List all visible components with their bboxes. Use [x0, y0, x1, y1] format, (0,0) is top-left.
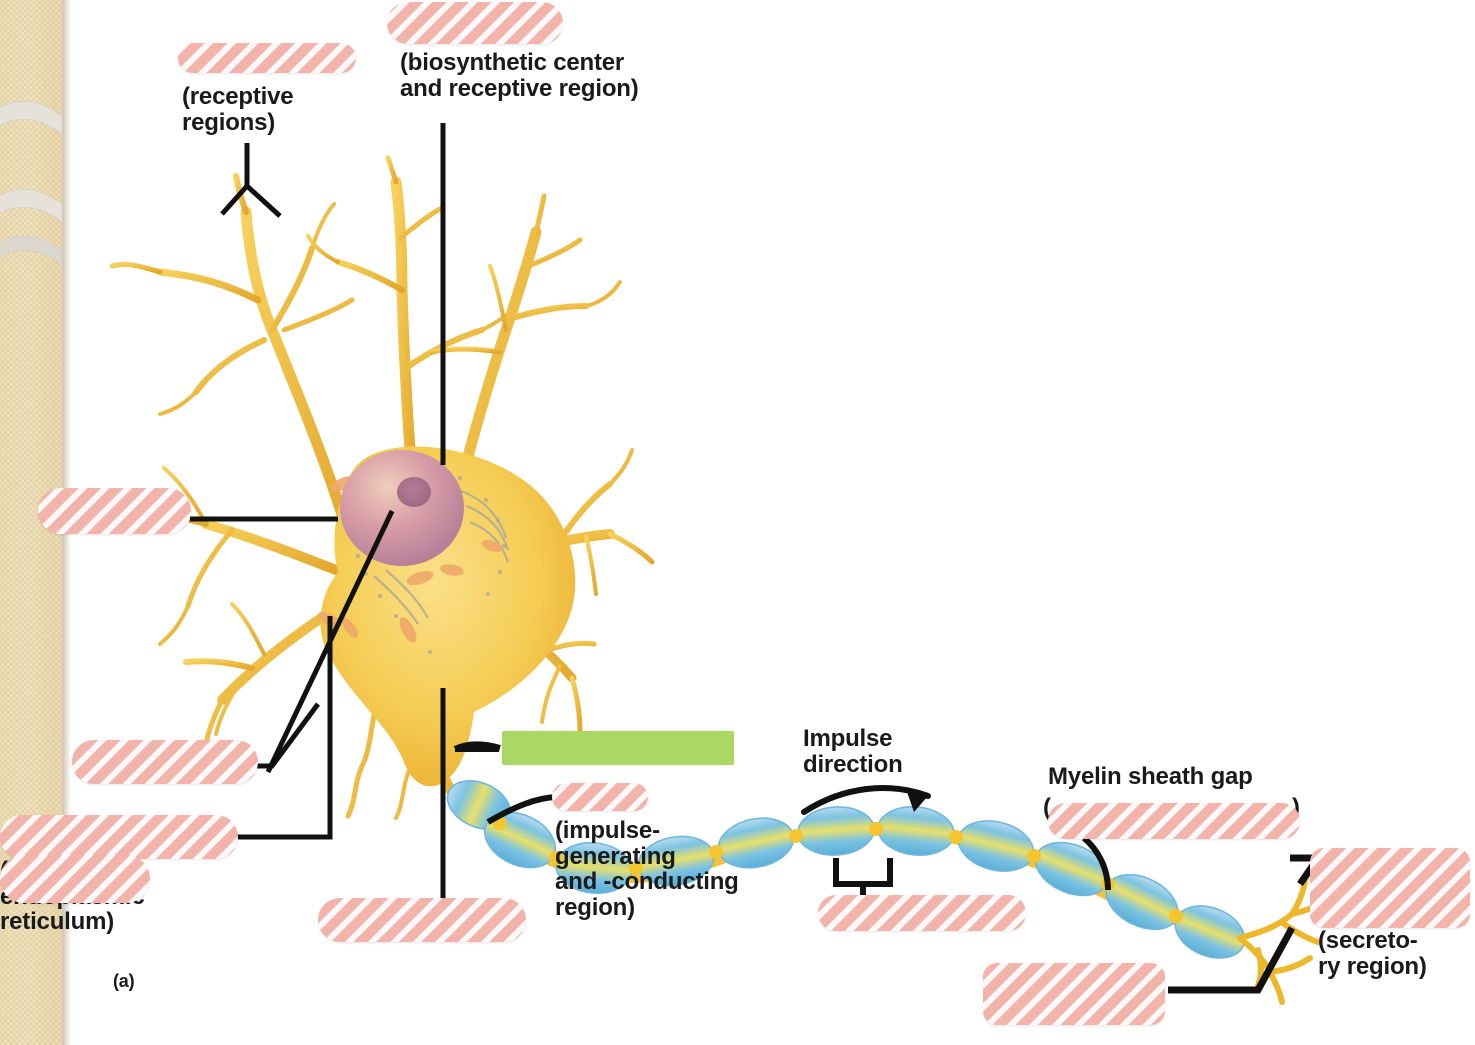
redaction-nissl-bodies-term [72, 740, 258, 784]
label-receptive-regions: (receptive regions) [182, 83, 294, 136]
figure-caption: (a) [113, 971, 135, 991]
redaction-cytoplasm-term [0, 855, 150, 903]
redaction-cell-body-term [387, 2, 563, 44]
impulse-direction-arrow [801, 785, 931, 815]
leader-neurofibrils [236, 616, 333, 840]
redaction-dendrites-term [178, 43, 356, 73]
axon-initial-segment [438, 772, 474, 812]
leader-synaptic-knob [1168, 926, 1296, 994]
label-secretory-region: (secreto- ry region) [1318, 927, 1427, 980]
redaction-neurofibril-term [0, 815, 238, 859]
paren-open-node-of-ranvier: ( [1043, 794, 1051, 821]
redaction-axon-terminals-term [1310, 848, 1470, 928]
leader-lines [190, 123, 1325, 994]
leader-receptive-regions-right [245, 184, 282, 218]
label-impulse-generating-region: (impulse- generating and -conducting reg… [555, 817, 739, 922]
paren-close-node-of-ranvier: ) [1292, 794, 1300, 821]
bracket-schwann-cell [833, 858, 893, 887]
dendrites [109, 155, 655, 820]
ribbon-decoration [0, 70, 62, 290]
label-impulse-direction: Impulse direction [803, 725, 903, 778]
redaction-synaptic-knob-term [983, 963, 1165, 1025]
axon-term-highlight [502, 731, 734, 765]
redaction-nucleus-term [38, 488, 191, 534]
redaction-schwann-cell-term [818, 895, 1026, 931]
leader-nucleolus [265, 509, 395, 774]
redaction-axon-hillock-term [318, 898, 526, 942]
leader-initial-segment [486, 794, 557, 825]
redaction-axon-initial-segment-term [552, 783, 648, 811]
nucleus-shape [340, 450, 464, 566]
leader-node-of-ranvier [1081, 835, 1111, 891]
leader-axon-curve [453, 741, 501, 752]
leader-receptive-regions-left [220, 184, 249, 216]
label-biosynthetic-center: (biosynthetic center and receptive regio… [400, 49, 639, 102]
label-myelin-sheath-gap: Myelin sheath gap [1048, 763, 1253, 790]
nucleolus-shape [397, 477, 431, 507]
redaction-node-of-ranvier-term [1048, 803, 1300, 839]
